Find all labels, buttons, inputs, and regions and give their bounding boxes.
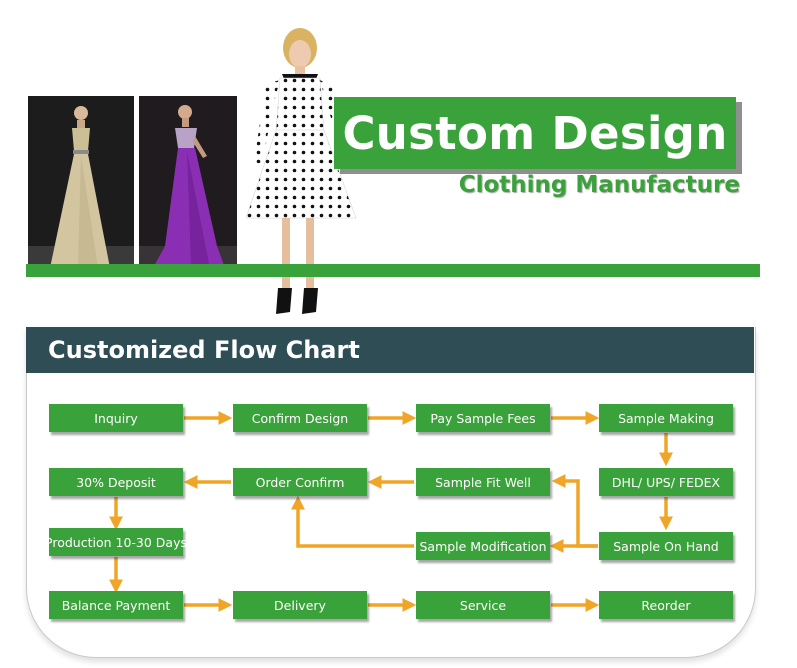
arrow-sample-on-hand-to-sample-fit-well: [551, 474, 598, 548]
node-delivery: Delivery: [233, 591, 367, 619]
photo-champagne-gown: [28, 96, 134, 276]
node-sample-on-hand: Sample On Hand: [599, 532, 733, 560]
node-sample-making: Sample Making: [599, 404, 733, 432]
banner-subtitle: Clothing Manufacture: [458, 172, 740, 198]
node-service: Service: [416, 591, 550, 619]
flow-chart-header: Customized Flow Chart: [26, 327, 754, 373]
green-divider: [26, 264, 760, 277]
node-production: Production 10-30 Days: [45, 528, 187, 556]
photo-purple-gown: [139, 96, 237, 276]
node-deposit: 30% Deposit: [49, 468, 183, 496]
node-order-confirm: Order Confirm: [233, 468, 367, 496]
node-pay-sample-fees: Pay Sample Fees: [416, 404, 550, 432]
node-shipping: DHL/ UPS/ FEDEX: [599, 468, 733, 496]
photo-polka-dot-model: [236, 22, 360, 322]
node-sample-modification: Sample Modification: [416, 532, 550, 560]
title-banner: Custom Design: [334, 97, 736, 169]
node-sample-fit-well: Sample Fit Well: [416, 468, 550, 496]
node-reorder: Reorder: [599, 591, 733, 619]
flow-chart-title: Customized Flow Chart: [48, 336, 360, 364]
node-inquiry: Inquiry: [49, 404, 183, 432]
banner-title: Custom Design: [342, 106, 728, 160]
node-confirm-design: Confirm Design: [233, 404, 367, 432]
node-balance-payment: Balance Payment: [49, 591, 183, 619]
arrow-sample-modification-to-order-confirm: [291, 495, 414, 548]
